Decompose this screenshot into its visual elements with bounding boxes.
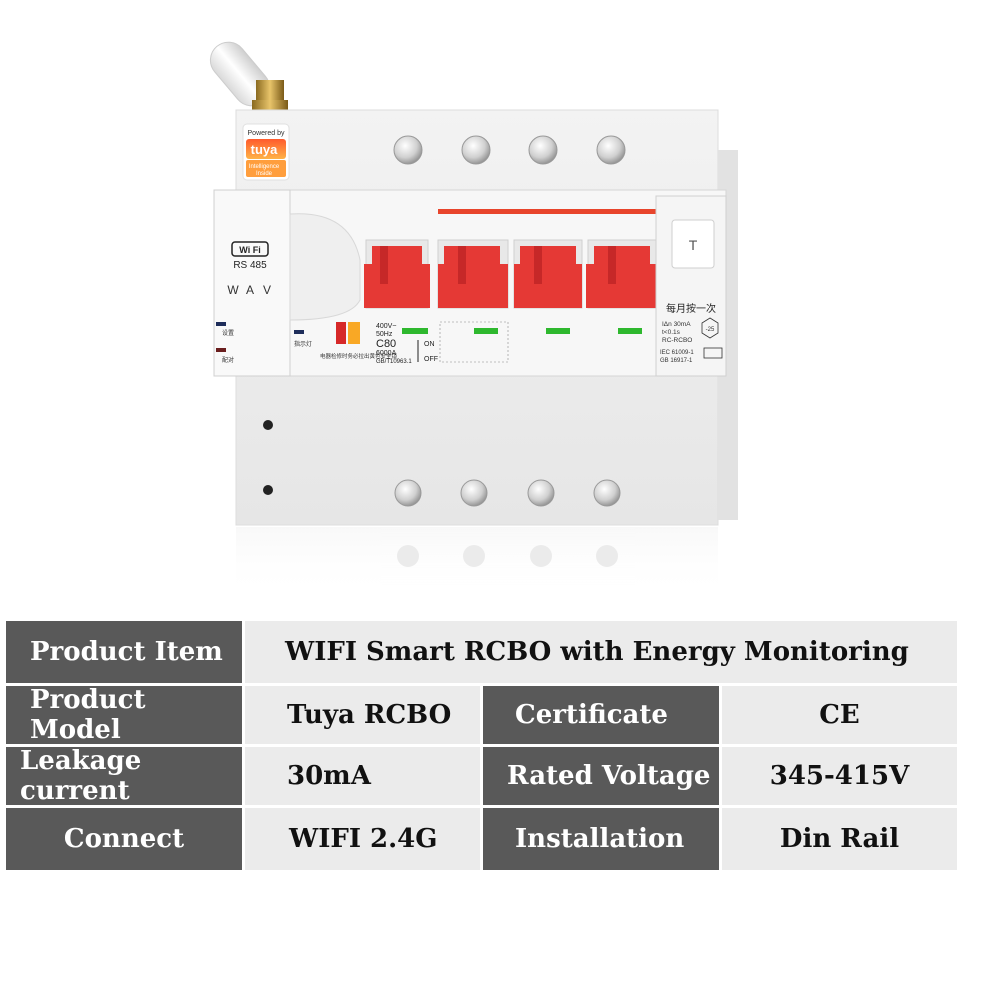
rating-label: 400V~ 50Hz C80 6000A GB/T10963.1 电器检修时务必…	[320, 321, 642, 365]
test-button[interactable]	[671, 219, 715, 269]
wiring-diagram	[439, 321, 509, 363]
pole-2-handle[interactable]	[437, 239, 509, 309]
powered-by-text: Powered by	[248, 130, 285, 137]
svg-text:400V~: 400V~	[376, 323, 396, 330]
svg-text:50Hz: 50Hz	[376, 331, 393, 338]
svg-text:ON: ON	[424, 341, 435, 348]
pole-4-handle[interactable]	[586, 239, 657, 309]
top-terminal-screws	[393, 135, 626, 165]
monthly-test-text: 每月按一次	[666, 302, 716, 315]
product-image: Powered by tuya Intelligence Inside Wi F…	[209, 41, 738, 597]
status-window-1	[402, 328, 428, 334]
rated-voltage-value: 345-415V	[722, 747, 957, 805]
svg-text:6000A: 6000A	[376, 350, 397, 357]
svg-text:GB 16917-1: GB 16917-1	[660, 358, 693, 364]
installation-label: Installation	[483, 808, 719, 870]
svg-text:指示灯: 指示灯	[294, 340, 312, 348]
certificate-label: Certificate	[483, 686, 719, 744]
leakage-current-value: 30mA	[245, 747, 480, 805]
svg-text:RC-RCBO: RC-RCBO	[662, 337, 692, 344]
connect-label: Connect	[6, 808, 242, 870]
product-model-value: Tuya RCBO	[245, 686, 480, 744]
pole-1-handle[interactable]	[364, 239, 430, 309]
rated-voltage-label: Rated Voltage	[483, 747, 719, 805]
wifi-label: Wi Fi	[239, 245, 260, 255]
certificate-value: CE	[722, 686, 957, 744]
curve-rating: C80	[376, 338, 396, 350]
amp-symbol: A	[246, 283, 254, 297]
installation-value: Din Rail	[722, 808, 957, 870]
svg-text:OFF: OFF	[424, 356, 438, 363]
wifi-module: Wi Fi RS 485 W A V 设置 配对 指示灯	[213, 189, 312, 377]
tuya-brand-text: tuya	[251, 142, 279, 157]
svg-text:电器检修时务必拉出黄色安全锁: 电器检修时务必拉出黄色安全锁	[320, 352, 398, 360]
tuya-badge: Powered by tuya Intelligence Inside	[242, 123, 290, 181]
breaker-handles[interactable]	[364, 239, 657, 309]
svg-text:设置: 设置	[222, 329, 234, 337]
floor-reflection	[236, 527, 718, 597]
svg-text:-25: -25	[706, 327, 715, 333]
product-model-label: Product Model	[6, 685, 242, 745]
connect-value: WIFI 2.4G	[245, 808, 480, 870]
svg-text:Inside: Inside	[256, 171, 273, 177]
bottom-terminal-screws	[394, 479, 621, 507]
svg-text:GB/T10963.1: GB/T10963.1	[376, 359, 412, 365]
volt-symbol: V	[263, 283, 271, 297]
indicator-led	[294, 330, 304, 334]
leakage-current-label: Leakage current	[6, 746, 242, 806]
svg-text:IEC 61009-1: IEC 61009-1	[660, 350, 694, 356]
rs485-label: RS 485	[233, 260, 267, 271]
svg-text:T: T	[689, 237, 698, 253]
svg-text:t<0.1s: t<0.1s	[662, 329, 681, 336]
svg-text:Intelligence: Intelligence	[249, 164, 280, 170]
status-window-3	[546, 328, 570, 334]
antenna	[209, 41, 288, 114]
rcd-module: T 每月按一次 IΔn 30mA t<0.1s RC-RCBO -25 IEC …	[655, 195, 727, 377]
watt-symbol: W	[227, 283, 239, 297]
status-window-4	[618, 328, 642, 334]
pair-button[interactable]	[216, 348, 226, 352]
set-button[interactable]	[216, 322, 226, 326]
svg-text:IΔn 30mA: IΔn 30mA	[662, 321, 691, 328]
svg-text:配对: 配对	[222, 356, 234, 364]
product-item-label: Product Item	[6, 621, 242, 683]
pole-3-handle[interactable]	[513, 239, 583, 309]
product-item-value: WIFI Smart RCBO with Energy Monitoring	[245, 621, 957, 683]
